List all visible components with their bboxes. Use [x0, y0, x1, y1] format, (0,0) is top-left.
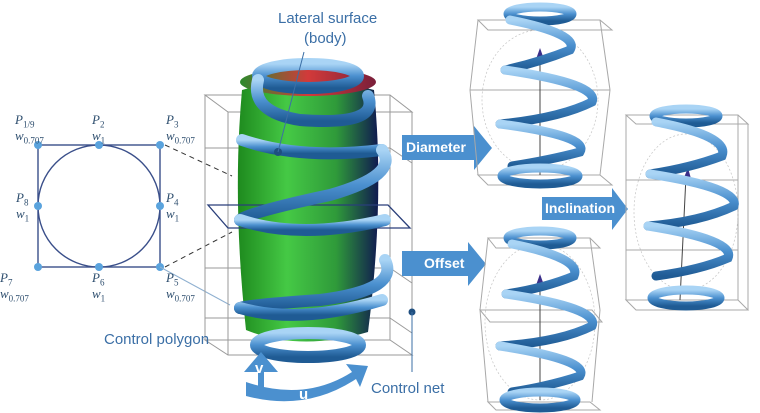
point-label-p1: P1/9 w0.707 — [15, 112, 44, 146]
u-label: u — [299, 386, 309, 403]
point-label-p2: P2 w1 — [92, 112, 106, 146]
diameter-arrow-icon — [402, 126, 492, 170]
control-point-p1 — [34, 141, 42, 149]
point-label-p5: P5 w0.707 — [166, 270, 195, 304]
diameter-variant — [469, 2, 614, 189]
point-label-p8: P8 w1 — [16, 190, 30, 224]
control-net-label: Control net — [371, 380, 445, 397]
point-label-p3: P3 w0.707 — [166, 112, 195, 146]
control-point-p3 — [156, 141, 164, 149]
offset-label: Offset — [424, 255, 465, 271]
offset-variant — [478, 226, 604, 413]
control-point-p2 — [95, 141, 103, 149]
offset-arrow-icon — [402, 242, 486, 286]
inclination-label: Inclination — [545, 200, 615, 216]
control-point-p7 — [34, 263, 42, 271]
control-point-p4 — [156, 202, 164, 210]
control-polygon — [34, 141, 233, 306]
control-point-p8 — [34, 202, 42, 210]
u-arrow-icon — [246, 364, 368, 402]
inclination-variant — [624, 104, 750, 311]
point-label-p7: P7 w0.707 — [0, 270, 29, 304]
lateral-surface-label: Lateral surface — [278, 10, 378, 27]
central-model — [203, 51, 416, 402]
diameter-label: Diameter — [406, 139, 466, 155]
point-label-p4: P4 w1 — [166, 190, 180, 224]
inclination-arrow-icon — [542, 188, 628, 230]
body-label: (body) — [304, 30, 347, 47]
control-point-p6 — [95, 263, 103, 271]
point-label-p6: P6 w1 — [92, 270, 106, 304]
control-polygon-label: Control polygon — [104, 331, 210, 348]
v-label: v — [255, 360, 264, 377]
v-arrow-icon — [244, 352, 278, 398]
